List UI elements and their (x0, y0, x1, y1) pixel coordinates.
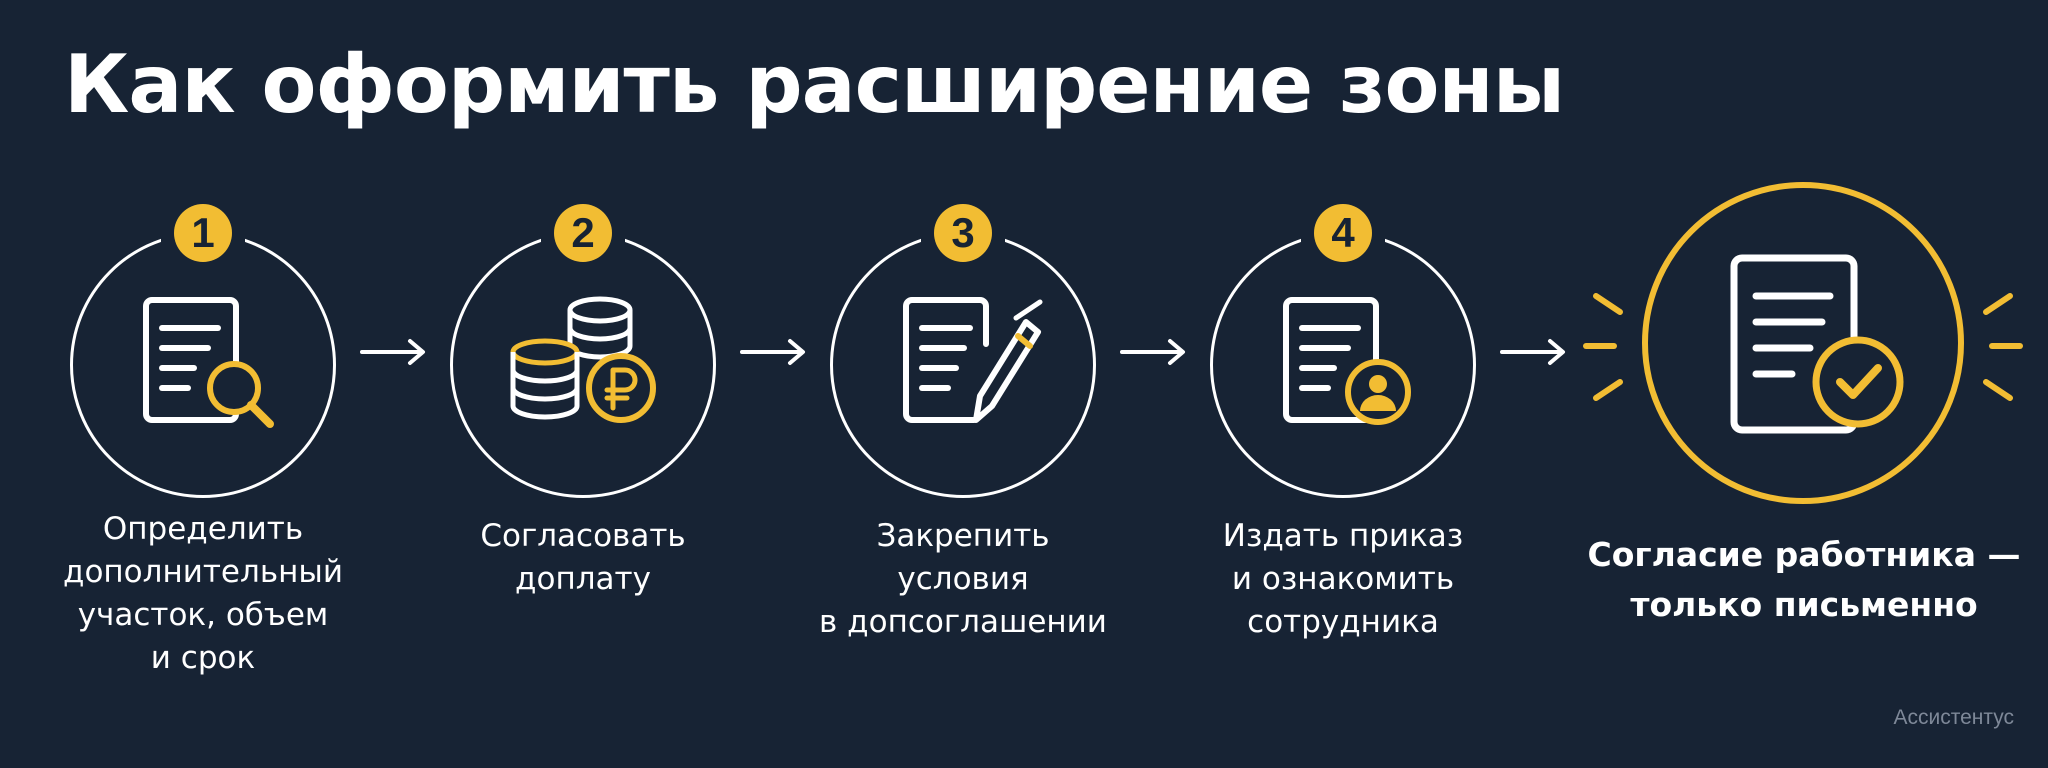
step-number-badge: 2 (554, 204, 612, 262)
step-label: Закрепить условия в допсоглашении (819, 518, 1107, 640)
watermark: Ассистентус (1893, 706, 2014, 729)
step-number-badge: 1 (174, 204, 232, 262)
document-check-icon (1730, 254, 1904, 434)
coins-ruble-icon (510, 296, 656, 423)
step-3: 3 Закрепить условия в допсоглашении (0, 0, 1107, 640)
step-label: Издать приказ и ознакомить сотрудника (1222, 518, 1464, 640)
final-circle (1642, 182, 1964, 504)
final-step: Согласие работника — только письменно (0, 0, 2023, 624)
document-person-icon (1283, 297, 1411, 425)
final-label: Согласие работника — только письменно (1587, 535, 2021, 624)
arrow-right-icon (1120, 339, 1185, 365)
arrow-right-icon (360, 339, 425, 365)
page-title: Как оформить расширение зоны (64, 38, 1565, 131)
step-number-badge: 4 (1314, 204, 1372, 262)
step-label: Определить дополнительный участок, объем… (63, 511, 343, 676)
document-pen-icon (903, 297, 1043, 423)
step-1: 1 Определить дополнительный участок, объ… (0, 0, 343, 676)
arrow-right-icon (740, 339, 805, 365)
document-search-icon (143, 297, 274, 428)
step-number-badge: 3 (934, 204, 992, 262)
arrow-right-icon (1500, 339, 1565, 365)
step-4: 4 Издать приказ и ознакомить сотрудника (0, 0, 1476, 640)
step-2: 2 Согласовать доплату (0, 0, 716, 597)
step-label: Согласовать доплату (480, 518, 686, 597)
highlight-rays-icon (1583, 293, 2023, 401)
